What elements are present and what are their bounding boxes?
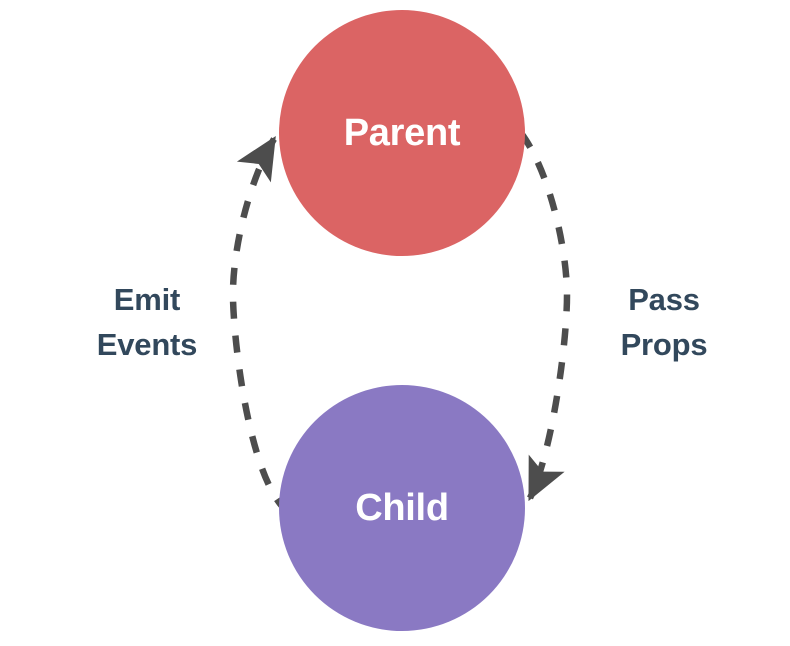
- edge-pass-props[interactable]: [518, 131, 571, 502]
- child-label: Child: [355, 487, 448, 529]
- child-circle-shape: [279, 385, 525, 631]
- edge-label-emit-events: Emit Events: [97, 282, 198, 362]
- pass-props-label-line2: Props: [621, 327, 708, 362]
- emit-events-arrow-path: [229, 136, 291, 515]
- edge-label-pass-props: Pass Props: [621, 282, 708, 362]
- parent-label: Parent: [344, 112, 461, 154]
- pass-props-arrow-path: [518, 131, 571, 502]
- emit-events-label-line2: Events: [97, 327, 197, 362]
- emit-events-label-line1: Emit: [114, 282, 180, 317]
- pass-props-label-line1: Pass: [628, 282, 700, 317]
- parent-circle-shape: [279, 10, 525, 256]
- edge-emit-events[interactable]: [229, 136, 291, 515]
- node-parent[interactable]: Parent: [279, 10, 525, 256]
- node-child[interactable]: Child: [279, 385, 525, 631]
